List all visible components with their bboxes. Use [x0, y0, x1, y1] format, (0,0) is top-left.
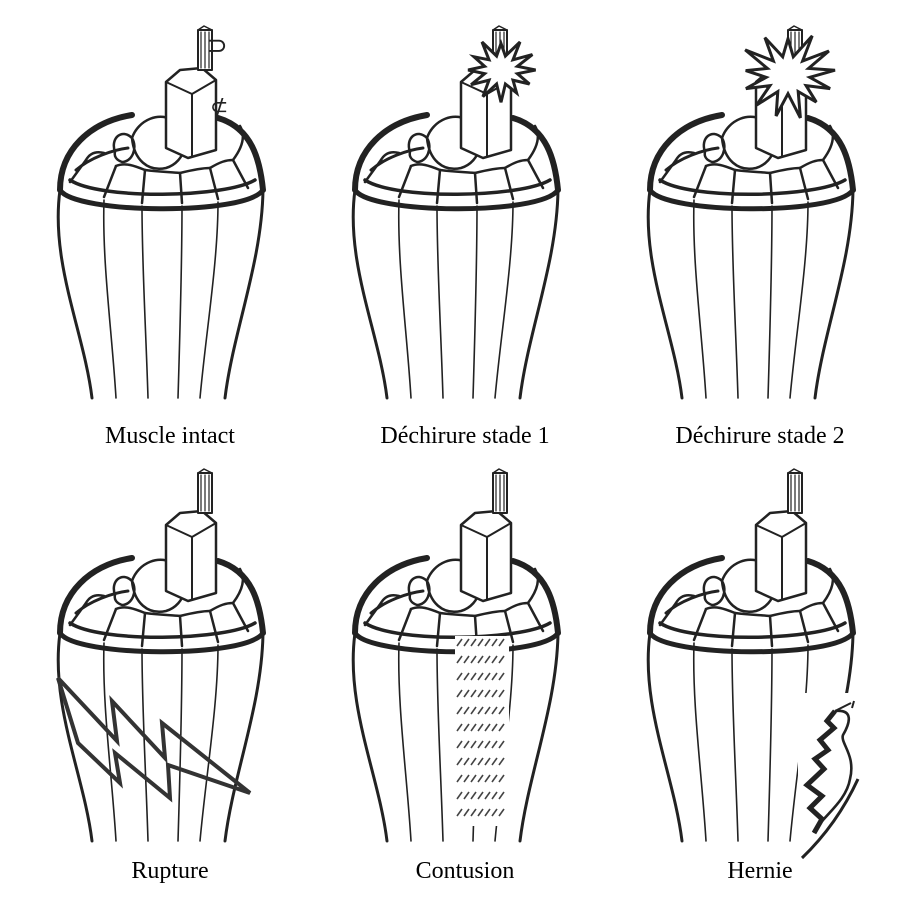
tear-burst-small-icon	[315, 10, 615, 400]
panel-caption: Déchirure stade 1	[315, 423, 615, 450]
contusion-hatch-area	[315, 453, 615, 843]
panel-rupture: Rupture	[20, 453, 320, 903]
symbol-top: ⊃	[206, 31, 228, 61]
panel-intact: ⊃ ⊄ Muscle intact	[20, 10, 320, 460]
symbol-side: ⊄	[210, 95, 228, 120]
hernia-bulge-icon	[610, 453, 907, 843]
panel-caption: Hernie	[610, 858, 907, 885]
panel-stage1: Déchirure stade 1	[315, 10, 615, 460]
rupture-bolt-icon	[20, 453, 320, 843]
panel-caption: Rupture	[20, 858, 320, 885]
tear-burst-large-icon	[610, 10, 907, 400]
panel-contusion: Contusion	[315, 453, 615, 903]
panel-caption: Contusion	[315, 858, 615, 885]
panel-caption: Muscle intact	[20, 423, 320, 450]
panel-hernie: Hernie	[610, 453, 907, 903]
panel-caption: Déchirure stade 2	[610, 423, 907, 450]
panel-stage2: Déchirure stade 2	[610, 10, 907, 460]
intact-symbols: ⊃ ⊄	[20, 10, 320, 400]
